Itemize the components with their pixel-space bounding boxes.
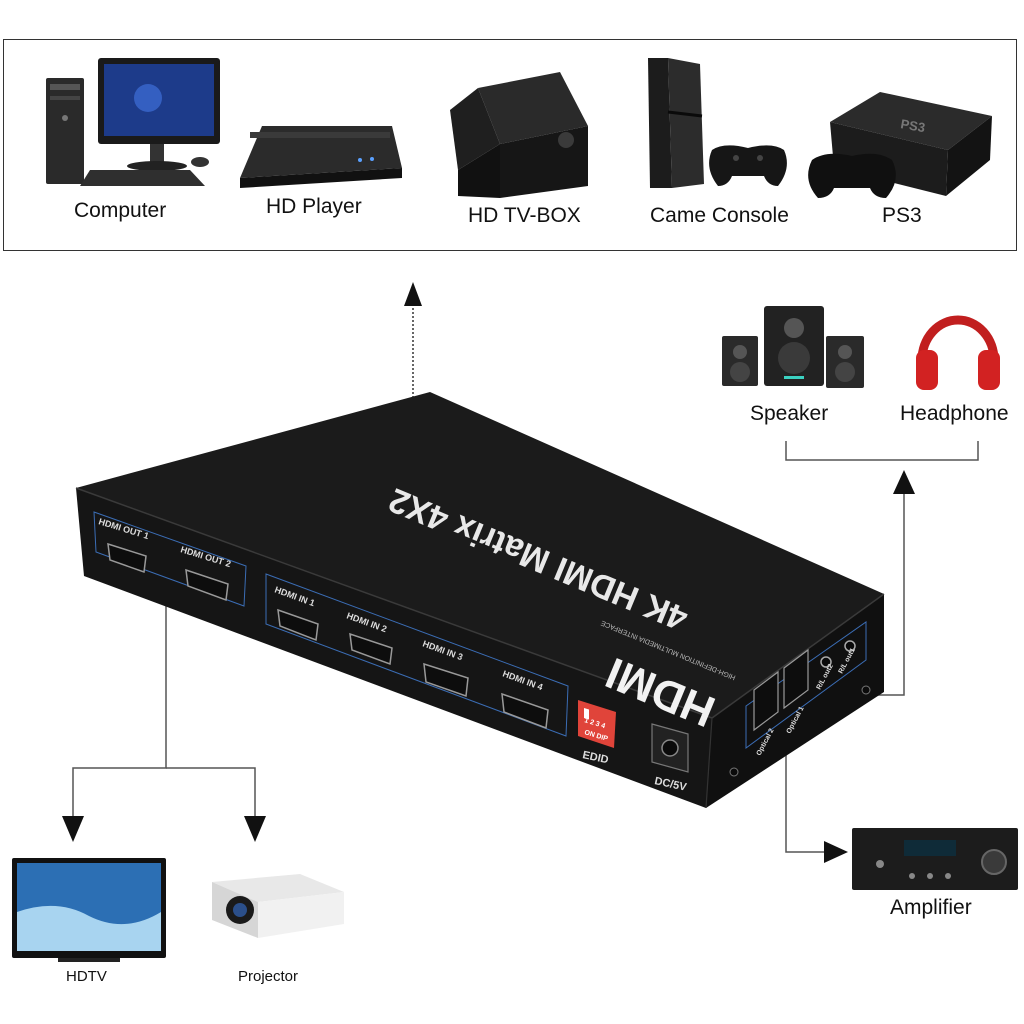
- optical-1-port: [783, 648, 809, 710]
- svg-text:PS3: PS3: [899, 116, 926, 135]
- inputs-frame: [265, 573, 569, 737]
- computer-label: Computer: [74, 199, 167, 222]
- hdtv-arrowhead: [62, 816, 84, 842]
- projector-icon: [212, 874, 344, 938]
- game-console-icon: [648, 58, 787, 188]
- speaker-icon: [722, 306, 864, 388]
- hdmi-in-4-port: [501, 692, 549, 730]
- screw-hole: [729, 767, 739, 777]
- hd-player-icon: [240, 126, 402, 188]
- audio-frame: [745, 621, 867, 749]
- game-console-label: Came Console: [650, 204, 789, 227]
- hdmi-in-3-port: [423, 662, 469, 698]
- projector-link-line: [166, 767, 256, 818]
- ps3-icon: PS3: [808, 92, 992, 198]
- hd-player-label: HD Player: [266, 195, 362, 218]
- projector-label: Projector: [238, 968, 299, 985]
- hd-tv-box-label: HD TV-BOX: [468, 204, 581, 227]
- hdtv-icon: [12, 858, 166, 962]
- dc-power-jack: [651, 723, 689, 773]
- headphone-label: Headphone: [900, 402, 1009, 425]
- amplifier-link-line: [785, 738, 828, 853]
- edid-dip-switch: [578, 700, 616, 748]
- audio-jack-1: [844, 640, 856, 652]
- edid-label: EDID: [581, 749, 609, 766]
- hdmi-in-1-port: [277, 608, 319, 642]
- amplifier-icon: [852, 828, 1018, 890]
- computer-icon: [46, 58, 220, 186]
- hdmi-in-2-port: [349, 632, 393, 666]
- outputs-frame: [93, 511, 247, 607]
- tv-box-icon: [450, 72, 588, 198]
- hdtv-label: HDTV: [66, 968, 107, 985]
- audio-jack-2: [820, 656, 832, 668]
- audio-link-line: [870, 492, 905, 696]
- hdmi-out-2-port: [185, 568, 229, 602]
- screw-hole: [861, 685, 871, 695]
- audio-bracket: [785, 441, 979, 461]
- headphone-icon: [916, 315, 1000, 390]
- speaker-label: Speaker: [750, 402, 829, 425]
- projector-arrowhead: [244, 816, 266, 842]
- audio-arrowhead: [893, 470, 915, 494]
- ps3-label: PS3: [882, 204, 922, 227]
- input-arrowhead: [404, 282, 422, 306]
- optical-2-port: [753, 670, 779, 732]
- hdmi-matrix-device: [75, 392, 885, 809]
- hdmi-out-1-port: [107, 542, 147, 574]
- amplifier-label: Amplifier: [890, 896, 972, 919]
- hdtv-link-line: [72, 598, 167, 818]
- amplifier-arrowhead: [824, 841, 848, 863]
